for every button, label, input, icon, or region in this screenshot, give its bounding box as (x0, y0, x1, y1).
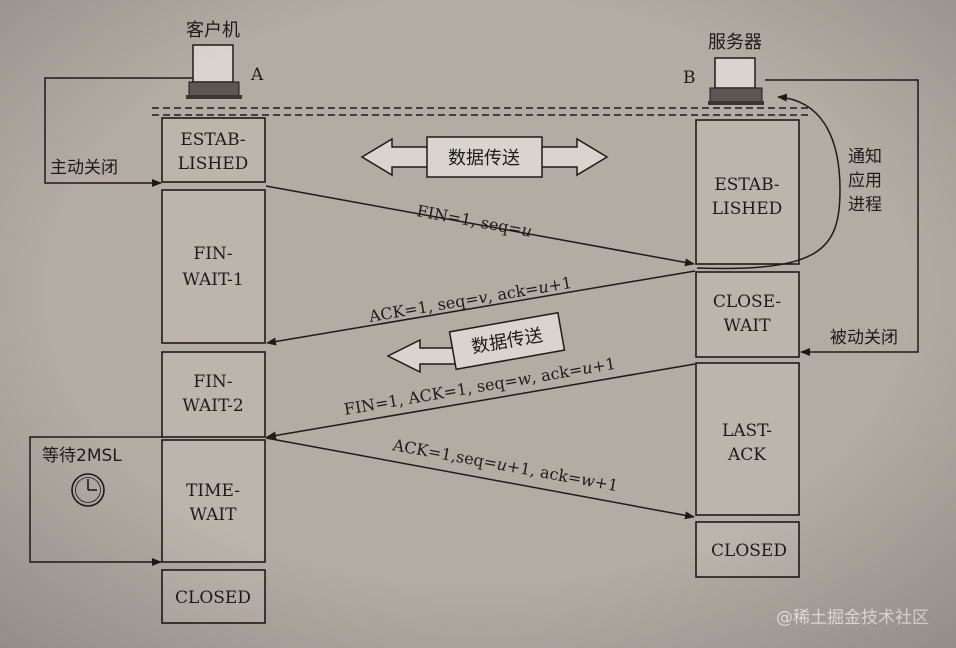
last-ack-label-1: LAST- (722, 421, 772, 441)
watermark: @稀土掘金技术社区 (776, 608, 929, 628)
data-transfer-label: 数据传送 (448, 148, 520, 169)
client-established-label-1: ESTAB- (180, 130, 245, 150)
client-closed-label: CLOSED (175, 588, 251, 608)
notify-app-label-3: 进程 (848, 195, 882, 215)
time-wait-label-2: WAIT (190, 505, 238, 525)
time-wait-label-1: TIME- (186, 481, 240, 501)
close-wait-label-2: WAIT (724, 316, 772, 336)
last-ack-label-2: ACK (727, 445, 766, 465)
client-computer-icon (186, 44, 242, 99)
server-state-close-wait (695, 271, 800, 358)
client-state-fin-wait-1 (161, 189, 266, 344)
client-name: 客户机 (186, 20, 240, 41)
wait-2msl-label: 等待2MSL (42, 446, 122, 466)
client-state-fin-wait-2 (161, 351, 266, 438)
fin-wait-2-label-2: WAIT-2 (182, 396, 243, 416)
fin-wait-1-label-2: WAIT-1 (182, 270, 243, 290)
msg-last-ack-label: ACK=1,seq=u+1, ack=w+1 (390, 435, 619, 495)
server-tag: B (683, 68, 696, 88)
clock-icon (71, 473, 105, 507)
fin-wait-2-label-1: FIN- (193, 372, 232, 392)
client-established-label-2: LISHED (178, 154, 249, 174)
fin-wait-1-label-1: FIN- (193, 244, 232, 264)
msg-fin-ack-arrow (266, 363, 696, 440)
active-close-label: 主动关闭 (50, 158, 118, 178)
close-wait-label-1: CLOSE- (713, 292, 781, 312)
msg-fin-label: FIN=1, seq=u (415, 201, 533, 241)
server-closed-label: CLOSED (711, 541, 787, 561)
msg-last-ack-arrow (265, 437, 695, 520)
server-established-label-2: LISHED (712, 199, 783, 219)
client-state-time-wait (161, 439, 266, 563)
passive-close-label: 被动关闭 (830, 328, 898, 348)
notify-app-label-1: 通知 (848, 147, 882, 167)
data-transfer-left-arrow-icon: 数据传送 (386, 311, 566, 374)
server-computer-icon (708, 57, 764, 105)
notify-app-label-2: 应用 (848, 171, 882, 191)
client-tag: A (250, 65, 264, 85)
server-established-label-1: ESTAB- (714, 175, 779, 195)
server-name: 服务器 (708, 32, 762, 53)
